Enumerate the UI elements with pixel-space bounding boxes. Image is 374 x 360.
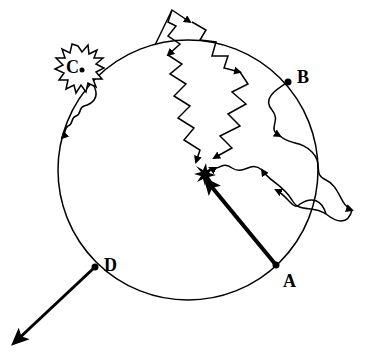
zigzag-path	[214, 72, 248, 158]
wavy-path	[262, 170, 352, 221]
center-burst	[194, 163, 216, 186]
wavy-path	[269, 82, 288, 136]
point-dot	[273, 262, 280, 269]
zigzag-path	[192, 22, 240, 72]
zigzag-path	[168, 55, 200, 162]
wavy-path	[276, 190, 326, 214]
wavy-path	[210, 165, 262, 170]
spiral-tail	[62, 86, 96, 138]
point-dot	[92, 264, 99, 271]
starburst	[55, 44, 104, 93]
point-label: A	[283, 272, 296, 290]
point-label: B	[297, 68, 309, 86]
point-dot	[80, 68, 85, 73]
escape-arrow	[14, 267, 95, 343]
point-label: C	[66, 58, 79, 76]
zigzag-path	[168, 10, 180, 55]
displacement-arrow	[206, 180, 276, 265]
point-dot	[285, 79, 292, 86]
point-label: D	[104, 256, 117, 274]
